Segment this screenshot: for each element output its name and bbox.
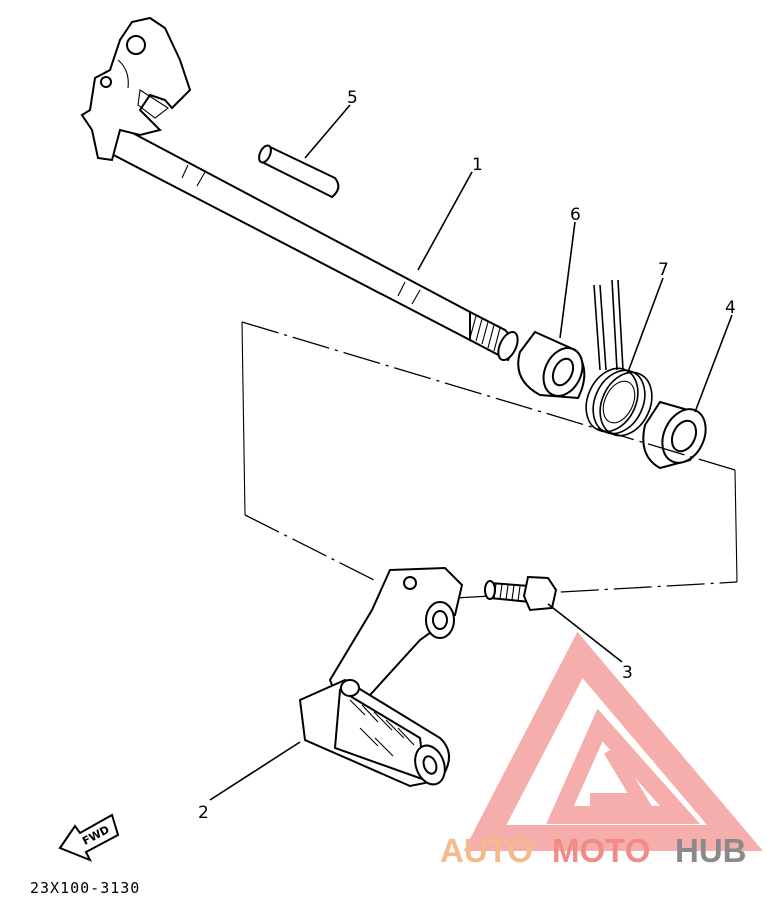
watermark-auto: AUTO xyxy=(440,832,533,869)
watermark-moto: MOTO xyxy=(552,832,650,869)
callout-3: 3 xyxy=(622,663,633,683)
torsion-spring xyxy=(585,279,653,437)
callout-6: 6 xyxy=(570,205,581,225)
oil-seal xyxy=(642,400,707,470)
watermark-hub: HUB xyxy=(675,832,747,869)
callout-2: 2 xyxy=(198,803,209,823)
callout-7: 7 xyxy=(658,260,669,280)
callout-1: 1 xyxy=(472,155,483,175)
watermark-wordmark: AUTO MOTO HUB xyxy=(440,832,747,869)
shift-pedal xyxy=(298,566,464,788)
leader-lines xyxy=(209,104,733,801)
callout-5: 5 xyxy=(347,88,358,108)
bolt xyxy=(484,575,558,612)
part-number: 23X100-3130 xyxy=(30,879,140,897)
shift-shaft xyxy=(80,16,519,362)
fwd-arrow-icon: FWD xyxy=(58,813,120,862)
dowel-pin xyxy=(258,144,340,199)
callout-4: 4 xyxy=(725,298,736,318)
collar xyxy=(517,330,586,400)
callout-labels: 1 2 3 4 5 6 7 xyxy=(198,88,736,823)
assembly-line xyxy=(241,321,738,599)
watermark-logo-icon xyxy=(463,631,764,851)
